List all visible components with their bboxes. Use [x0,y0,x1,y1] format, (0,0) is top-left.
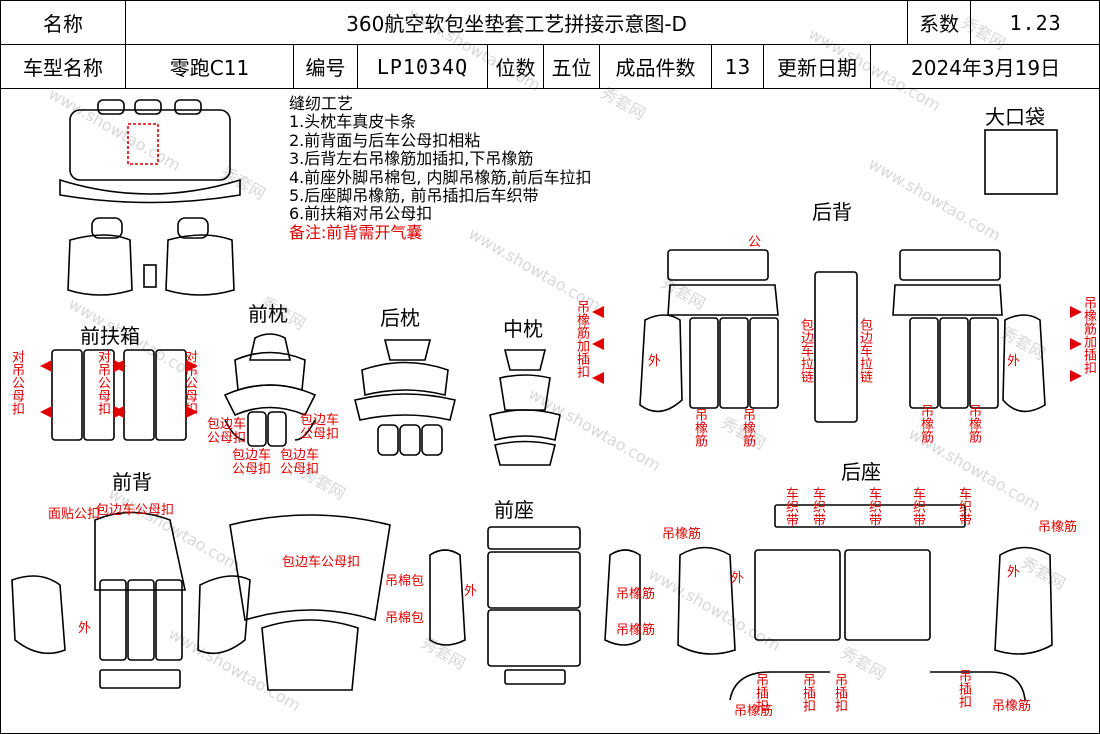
annotation-hang-insert: 吊插扣 [832,673,847,712]
annotation-hang-rubber: 吊橡筋 [692,408,707,447]
notes-title: 缝纫工艺 [289,94,354,113]
note-line: 1.头枕车真皮卡条 [289,112,417,132]
section-front-armrest: 前扶箱 [80,324,140,348]
front-seat-pieces [429,526,641,685]
annotation-pair-snap: 对吊公母扣 [95,350,110,415]
annotation-pair-snap: 对吊公母扣 [9,350,24,415]
annotation-edge-snap: 包边车公母扣 [96,503,175,518]
note-line: 3.后背左右吊橡筋加插扣,下吊橡筋 [289,149,534,169]
annotation-edge-snap: 包边车公母扣 [300,413,340,442]
section-front-headrest: 前枕 [248,302,288,326]
rear-headrest-pieces [354,339,456,456]
seat-overview-illustration [59,99,241,296]
annotation-outer: 外 [1007,565,1021,580]
section-rear-back: 后背 [812,200,852,224]
rear-back-pieces [592,249,1082,423]
annotation-hang-insert: 吊插扣 [800,673,815,712]
annotation-hang-cotton: 吊棉包 [385,574,425,589]
annotation-outer: 外 [1007,354,1021,369]
annotation-hang-rubber: 吊橡筋 [992,699,1032,714]
annotation-hang-rubber-snap: 吊橡筋加插扣 [1081,296,1096,374]
section-front-seat: 前座 [494,498,534,522]
note-line: 4.前座外脚吊棉包, 内脚吊橡筋,前后车拉扣 [289,167,592,187]
pieces-value: 13 [711,44,764,89]
name-label: 名称 [0,0,126,45]
annotation-edge-zipper: 包边车拉链 [798,318,813,383]
seats-label: 位数 [487,44,544,89]
code-label: 编号 [293,44,358,89]
header-table: 名称 360航空软包坐垫套工艺拼接示意图-D 系数 1.23 车型名称 零跑C1… [0,0,1100,89]
seats-value: 五位 [543,44,600,89]
note-line: 5.后座脚吊橡筋, 前吊插扣后车织带 [289,186,539,206]
annotation-hang-rubber: 吊橡筋 [734,704,774,719]
rear-seat-pieces [677,504,1053,701]
pieces-label: 成品件数 [599,44,712,89]
model-value: 零跑C11 [125,44,294,89]
annotation-car-strap: 车织带 [810,487,825,526]
annotation-car-strap: 车织带 [866,487,881,526]
annotation-hang-rubber: 吊橡筋 [966,404,981,443]
annotation-outer: 外 [464,584,478,599]
annotation-hang-rubber: 吊橡筋 [1038,520,1078,535]
annotation-hang-cotton: 吊棉包 [385,611,425,626]
coefficient-label: 系数 [907,0,972,45]
annotation-car-strap: 车织带 [910,487,925,526]
annotation-hang-rubber: 吊橡筋 [616,623,656,638]
annotation-hang-insert: 吊插扣 [753,673,768,712]
annotation-hang-rubber: 吊橡筋 [918,404,933,443]
annotation-hang-rubber: 吊橡筋 [740,408,755,447]
date-value: 2024年3月19日 [869,44,1100,89]
sewing-notes: 缝纫工艺 1.头枕车真皮卡条 2.前背面与后车公母扣相粘 3.后背左右吊橡筋加插… [289,94,592,242]
annotation-edge-snap: 包边车公母扣 [280,448,320,477]
middle-headrest-pieces [489,349,561,466]
section-big-pocket: 大口袋 [985,105,1045,129]
annotation-edge-snap: 包边车公母扣 [232,448,272,477]
annotation-car-strap: 车织带 [783,487,798,526]
annotation-edge-snap: 包边车公母扣 [282,555,361,570]
section-middle-headrest: 中枕 [503,317,543,341]
annotation-edge-zipper: 包边车拉链 [857,318,872,383]
front-armrest-pieces [40,349,198,441]
annotation-hang-rubber-snap: 吊橡筋加插扣 [574,300,589,378]
date-label: 更新日期 [763,44,871,89]
section-rear-seat: 后座 [841,460,881,484]
annotation-outer: 外 [78,621,92,636]
annotation-edge-snap: 包边车公母扣 [207,417,247,446]
model-label: 车型名称 [0,44,126,89]
big-pocket-shape [984,129,1058,195]
annotation-outer: 外 [731,571,745,586]
annotation-face-snap: 面贴公扣 [48,507,101,522]
annotation-hang-insert: 吊插扣 [956,669,971,708]
annotation-hang-rubber: 吊橡筋 [662,527,702,542]
front-headrest-pieces [223,333,317,447]
front-back-pieces [11,511,391,691]
annotation-outer: 外 [648,354,662,369]
note-line: 6.前扶箱对吊公母扣 [289,204,433,224]
annotation-car-strap: 车织带 [956,487,971,526]
annotation-hang-rubber: 吊橡筋 [616,587,656,602]
annotation-pair-snap: 对吊公母扣 [182,350,197,415]
drawing-title: 360航空软包坐垫套工艺拼接示意图-D [124,0,909,45]
notes-remark: 备注:前背需开气囊 [289,222,423,242]
section-front-back: 前背 [112,470,152,494]
annotation-male: 公 [748,235,762,250]
note-line: 2.前背面与后车公母扣相粘 [289,130,481,150]
code-value: LP1034Q [357,44,488,89]
section-rear-headrest: 后枕 [380,306,420,330]
